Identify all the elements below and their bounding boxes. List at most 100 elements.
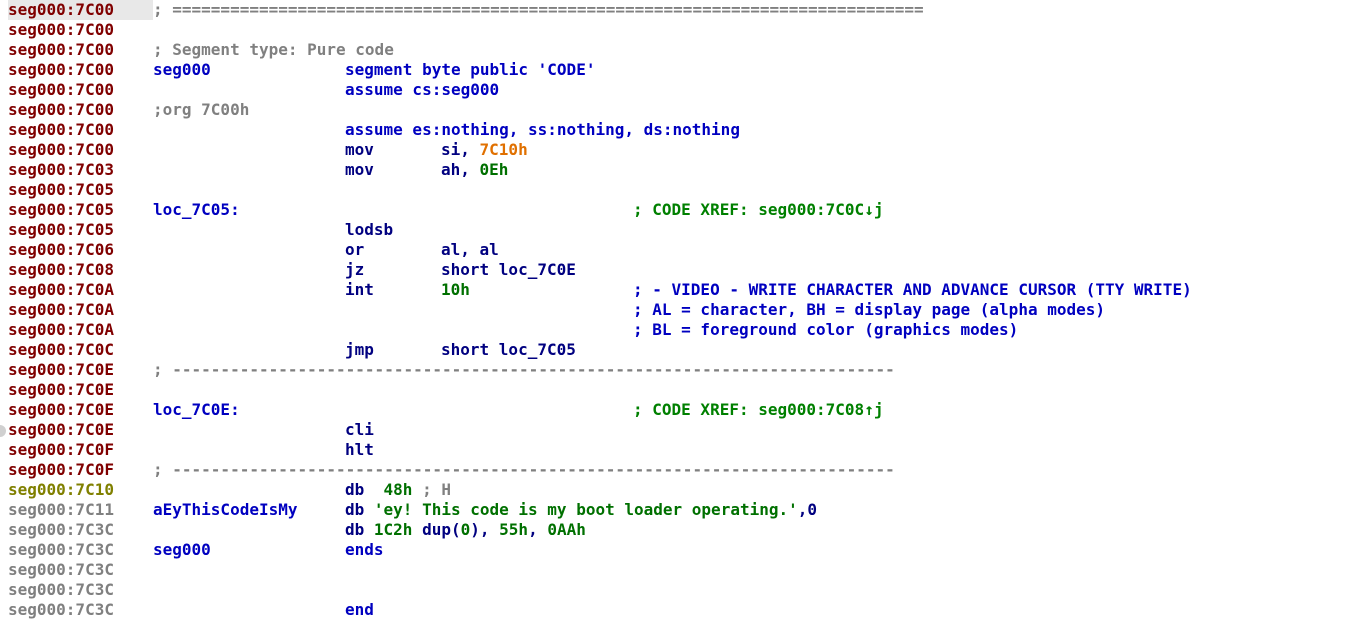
code-xref[interactable]: ; CODE XREF: seg000:7C08↑j [633, 400, 884, 419]
line-address[interactable]: seg000:7C05 [8, 200, 114, 219]
label[interactable]: loc_7C0E: [153, 400, 240, 419]
instruction-mnemonic[interactable]: jmp [345, 340, 374, 359]
operand-register[interactable]: short loc_7C0E [441, 260, 576, 279]
line-address[interactable]: seg000:7C0A [8, 280, 114, 299]
listing-line[interactable]: seg000:7C3C [8, 580, 1358, 600]
line-address[interactable]: seg000:7C00 [8, 140, 114, 159]
listing-line[interactable]: seg000:7C0A; BL = foreground color (grap… [8, 320, 1358, 340]
listing-line[interactable]: seg000:7C00 mov si, 7C10h [8, 140, 1358, 160]
listing-line[interactable]: seg000:7C06 or al, al [8, 240, 1358, 260]
spacer [345, 320, 633, 340]
line-address[interactable]: seg000:7C00 [8, 0, 153, 20]
line-address[interactable]: seg000:7C00 [8, 40, 114, 59]
listing-line[interactable]: seg000:7C0E [8, 380, 1358, 400]
instruction-mnemonic[interactable]: mov [345, 160, 374, 179]
instruction-mnemonic[interactable]: or [345, 240, 365, 259]
operand-register[interactable]: short loc_7C05 [441, 340, 576, 359]
line-address[interactable]: seg000:7C3C [8, 520, 114, 539]
line-address[interactable]: seg000:7C3C [8, 560, 114, 579]
listing-line[interactable]: seg000:7C00 [8, 20, 1358, 40]
line-address[interactable]: seg000:7C0A [8, 320, 114, 339]
listing-line[interactable]: seg000:7C0F; ---------------------------… [8, 460, 1358, 480]
label[interactable]: loc_7C05: [153, 200, 240, 219]
instruction-operands[interactable] [441, 220, 633, 240]
operand-register[interactable]: al, al [441, 240, 499, 259]
listing-line[interactable]: seg000:7C05 [8, 180, 1358, 200]
listing-line[interactable]: seg000:7C0F hlt [8, 440, 1358, 460]
instruction-mnemonic[interactable]: cli [345, 420, 374, 439]
line-address[interactable]: seg000:7C3C [8, 540, 114, 559]
listing-line[interactable]: seg000:7C05 loc_7C05: ; CODE XREF: seg000:… [8, 200, 1358, 220]
listing-line[interactable]: seg000:7C08 jz short loc_7C0E [8, 260, 1358, 280]
line-address[interactable]: seg000:7C3C [8, 600, 114, 619]
instruction-mnemonic[interactable]: mov [345, 140, 374, 159]
margin-marker [0, 425, 6, 437]
label[interactable]: seg000 [153, 540, 211, 559]
instruction-operands[interactable]: ah, 0Eh [441, 160, 633, 180]
listing-line[interactable]: seg000:7C05 lodsb [8, 220, 1358, 240]
listing-line[interactable]: seg000:7C3C [8, 560, 1358, 580]
instruction-mnemonic[interactable]: lodsb [345, 220, 394, 239]
listing-line[interactable]: seg000:7C00; Segment type: Pure code [8, 40, 1358, 60]
label [153, 160, 345, 180]
label[interactable]: aEyThisCodeIsMy [153, 500, 298, 519]
line-address[interactable]: seg000:7C0A [8, 300, 114, 319]
listing-line[interactable]: seg000:7C00;org 7C00h [8, 100, 1358, 120]
label[interactable]: seg000 [153, 60, 211, 79]
line-address[interactable]: seg000:7C00 [8, 120, 114, 139]
line-address[interactable]: seg000:7C0F [8, 440, 114, 459]
instruction-operands[interactable]: 10h [441, 280, 633, 300]
instruction-mnemonic[interactable]: int [345, 280, 374, 299]
line-address[interactable]: seg000:7C00 [8, 100, 114, 119]
instruction-operands[interactable]: si, 7C10h [441, 140, 633, 160]
line-address[interactable]: seg000:7C0E [8, 400, 114, 419]
operand-register[interactable]: ah, [441, 160, 480, 179]
line-address[interactable]: seg000:7C0C [8, 340, 114, 359]
line-address[interactable]: seg000:7C0E [8, 380, 114, 399]
line-address[interactable]: seg000:7C0F [8, 460, 114, 479]
line-address[interactable]: seg000:7C10 [8, 480, 114, 499]
listing-line[interactable]: seg000:7C0E loc_7C0E: ; CODE XREF: seg000:… [8, 400, 1358, 420]
listing-line[interactable]: seg000:7C0C jmp short loc_7C05 [8, 340, 1358, 360]
line-address[interactable]: seg000:7C06 [8, 240, 114, 259]
disassembly-listing[interactable]: seg000:7C00; ===========================… [8, 0, 1358, 620]
instruction-operands[interactable] [441, 420, 633, 440]
label [153, 180, 345, 200]
line-address[interactable]: seg000:7C00 [8, 60, 114, 79]
instruction-operands[interactable]: short loc_7C0E [441, 260, 633, 280]
operand-immediate[interactable]: 10h [441, 280, 470, 299]
operand-immediate[interactable]: 0Eh [479, 160, 509, 179]
instruction-mnemonic[interactable]: jz [345, 260, 365, 279]
line-address[interactable]: seg000:7C03 [8, 160, 114, 179]
code-xref[interactable]: ; CODE XREF: seg000:7C0C↓j [633, 200, 884, 219]
line-address[interactable]: seg000:7C05 [8, 180, 114, 199]
line-address[interactable]: seg000:7C08 [8, 260, 114, 279]
operand-register[interactable]: si, [441, 140, 480, 159]
line-address[interactable]: seg000:7C11 [8, 500, 114, 519]
instruction-operands[interactable]: short loc_7C05 [441, 340, 633, 360]
line-address[interactable]: seg000:7C00 [8, 80, 114, 99]
listing-line[interactable]: seg000:7C0E cli [8, 420, 1358, 440]
line-address[interactable]: seg000:7C00 [8, 20, 114, 39]
listing-line[interactable]: seg000:7C0E; ---------------------------… [8, 360, 1358, 380]
instruction-operands[interactable] [441, 440, 633, 460]
listing-line[interactable]: seg000:7C0A; AL = character, BH = displa… [8, 300, 1358, 320]
line-address[interactable]: seg000:7C05 [8, 220, 114, 239]
instruction-mnemonic[interactable]: hlt [345, 440, 374, 459]
listing-line[interactable]: seg000:7C00; ===========================… [8, 0, 1358, 20]
line-address[interactable]: seg000:7C0E [8, 360, 114, 379]
line-address[interactable]: seg000:7C3C [8, 580, 114, 599]
listing-line[interactable]: seg000:7C03 mov ah, 0Eh [8, 160, 1358, 180]
operand-immediate[interactable]: 7C10h [479, 140, 528, 159]
instruction-operands[interactable]: al, al [441, 240, 633, 260]
line-address[interactable]: seg000:7C0E [8, 420, 114, 439]
